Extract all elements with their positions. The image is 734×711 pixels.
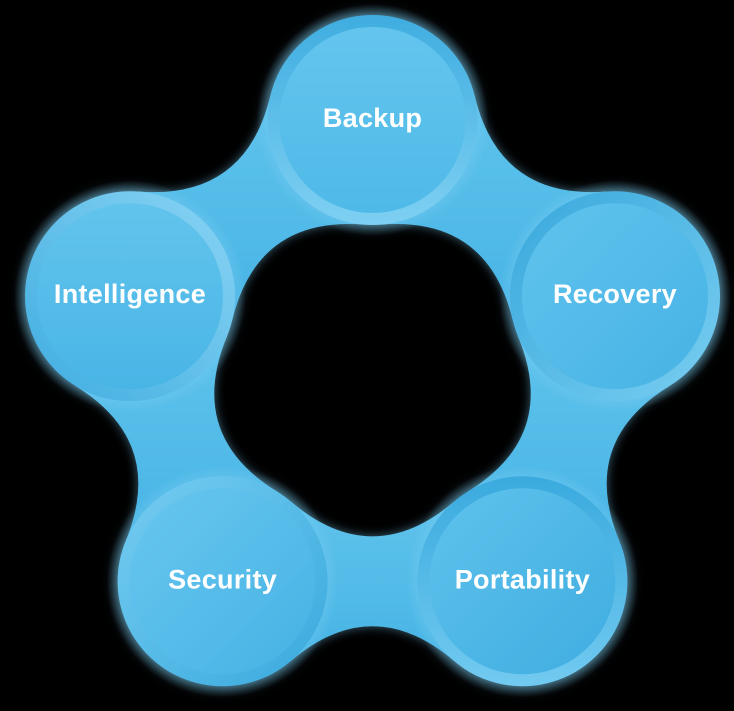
node-label-backup: Backup: [323, 103, 422, 133]
diagram-node-intelligence: Intelligence: [14, 180, 246, 413]
node-label-recovery: Recovery: [553, 279, 677, 309]
node-label-intelligence: Intelligence: [54, 279, 206, 309]
diagram-node-security: Security: [106, 465, 339, 698]
diagram-node-portability: Portability: [406, 465, 639, 698]
node-inner-circle: [522, 203, 708, 390]
diagram-node-backup: Backup: [256, 4, 489, 236]
node-label-security: Security: [168, 564, 277, 594]
connector-band: [290, 501, 455, 662]
node-inner-circle: [429, 488, 616, 675]
node-label-portability: Portability: [455, 564, 590, 594]
cycle-ring: Backup Recovery Portability Security Int…: [14, 4, 731, 698]
node-inner-circle: [129, 488, 316, 675]
node-inner-circle: [37, 203, 223, 390]
diagram-node-recovery: Recovery: [499, 180, 731, 413]
node-inner-circle: [279, 27, 466, 213]
